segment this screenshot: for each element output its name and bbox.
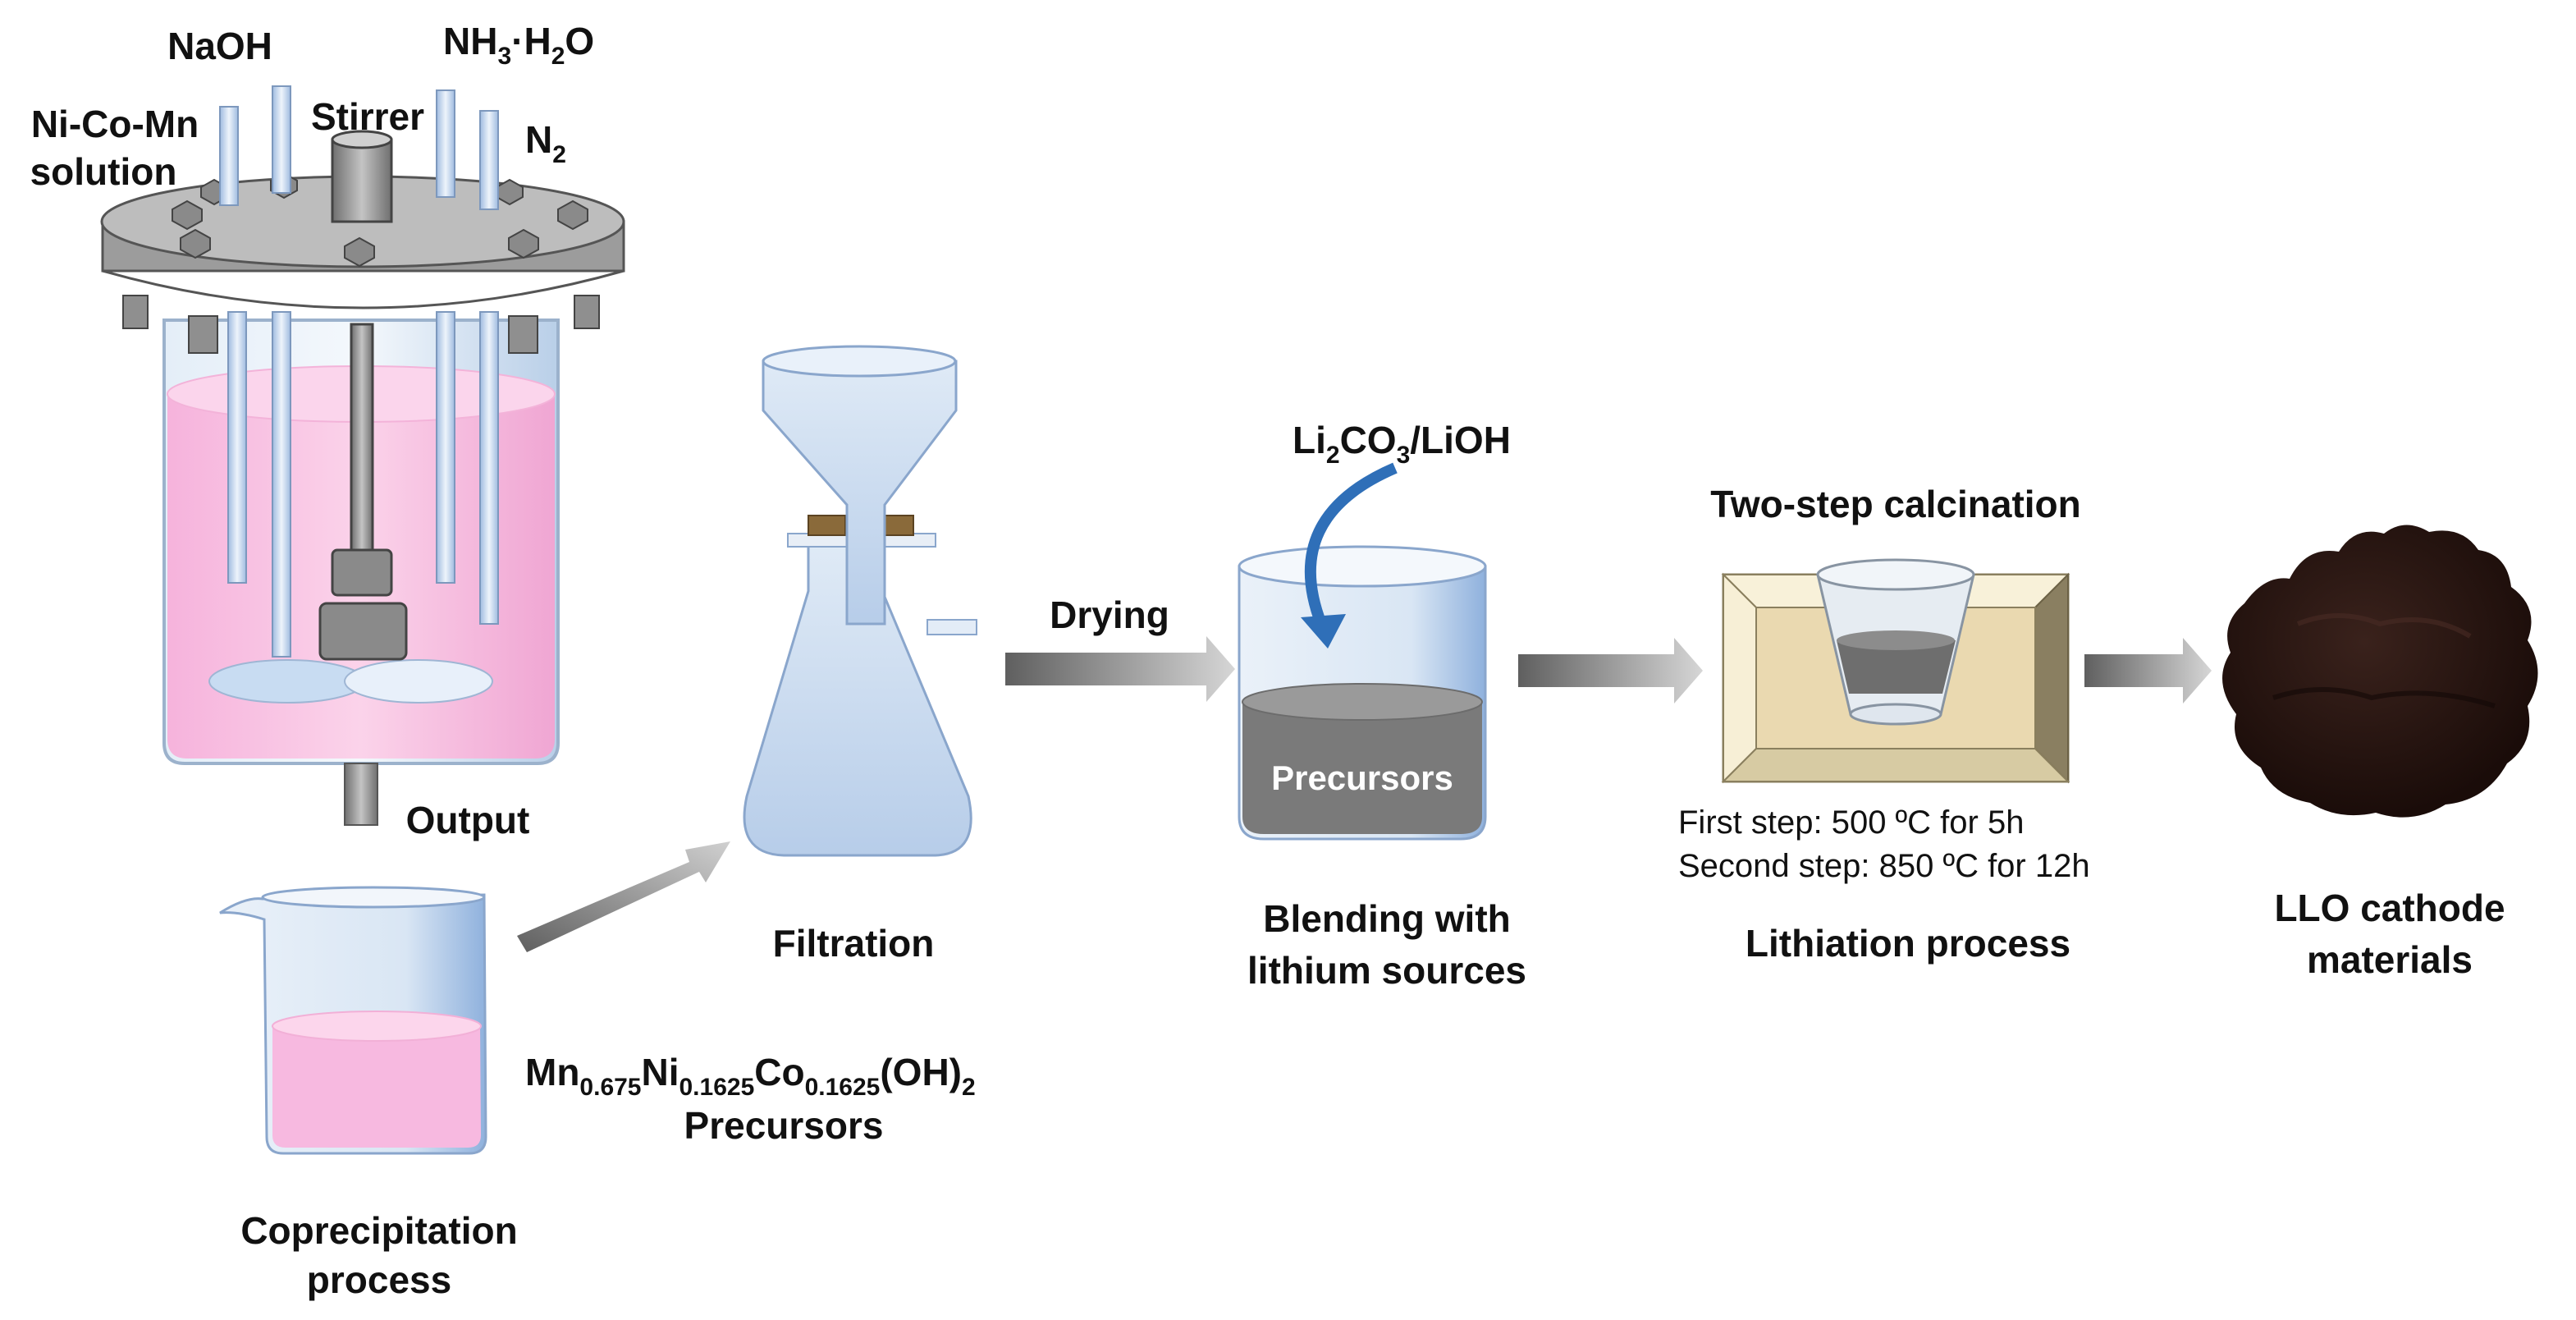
lithium-source-label: Li2CO3/LiOH [1293,419,1511,469]
step-label-lithiation: Lithiation process [1746,922,2070,965]
input-label-nh3: NH3·H2O [443,20,594,70]
input-label-n2: N2 [525,118,566,168]
blending-beaker-label: Precursors [1271,759,1453,797]
llo-powder [2222,525,2538,818]
blending-beaker [1238,462,1487,841]
step-label-filtration: Filtration [773,922,935,965]
arrow-to-calcination [1518,638,1703,704]
stirrer [318,130,408,661]
calcination-step-2: Second step: 850 ºC for 12h [1678,848,2090,884]
calcination-step-1: First step: 500 ºC for 5h [1678,804,2024,841]
input-label-ni-co-mn: Ni-Co-Mn [31,103,199,145]
reactor: Ni-Co-Mn solution NaOH Stirrer NH3·H2O N… [30,20,625,841]
step-label-coprecipitation-2: process [307,1258,451,1301]
filtration-flask [743,345,977,857]
input-label-naoh: NaOH [167,25,272,67]
addition-arrow [1304,462,1398,626]
calcination-title: Two-step calcination [1710,483,2081,525]
input-label-stirrer: Stirrer [311,95,424,138]
step-label-blending-2: lithium sources [1247,949,1526,992]
arrow-drying [1005,636,1235,702]
output-label: Output [406,799,530,841]
furnace [1721,558,2070,784]
output-pipe [344,763,378,826]
product-label: LLO cathode [2274,887,2505,929]
step-label-drying: Drying [1050,594,1169,636]
arrow-to-product [2084,638,2212,704]
input-label-ni-co-mn-2: solution [30,150,177,193]
product-label-2: materials [2307,938,2473,981]
precursor-label: Precursors [684,1104,884,1147]
inlet-tubes [219,85,499,658]
step-label-blending: Blending with [1263,897,1511,940]
precursor-formula: Mn0.675Ni0.1625Co0.1625(OH)2 [525,1051,976,1101]
step-label-coprecipitation: Coprecipitation [240,1209,517,1252]
arrow-to-filtration [517,841,730,952]
collection-beaker [219,886,487,1155]
